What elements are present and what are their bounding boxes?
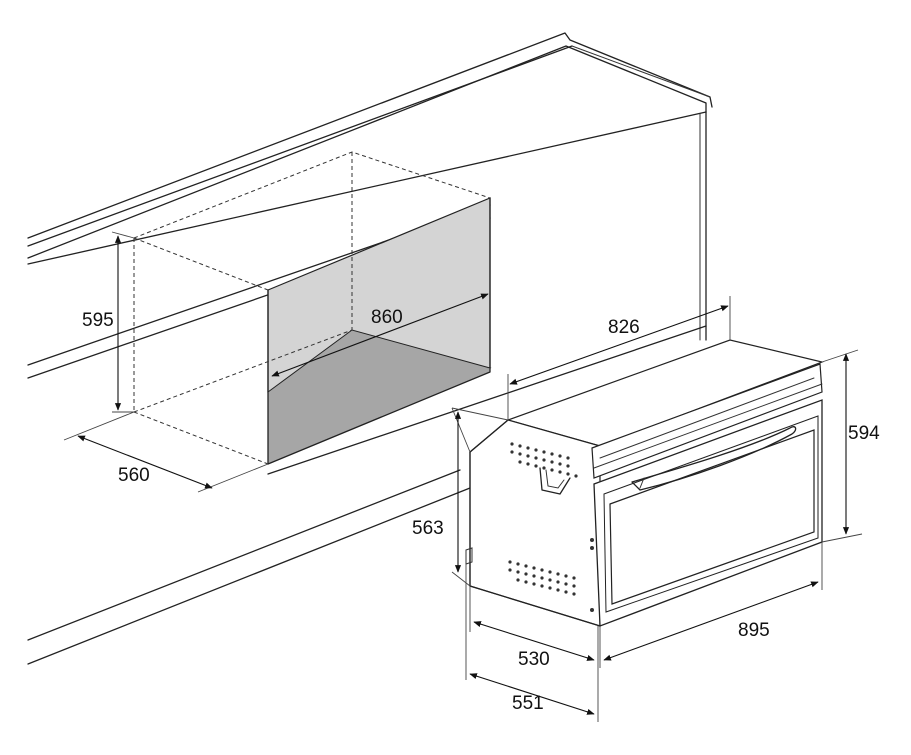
label-595: 595	[82, 310, 114, 331]
label-563: 563	[412, 518, 444, 539]
dimension-560: 560	[63, 411, 269, 493]
cabinet-side	[699, 111, 707, 341]
dimension-594: 594	[821, 349, 880, 543]
dimension-530: 530	[469, 586, 595, 670]
oven-control-panel	[591, 363, 823, 479]
oven-window	[609, 429, 815, 605]
vent-top	[510, 442, 578, 478]
vent-bottom	[508, 560, 576, 596]
dimension-826: 826	[507, 296, 731, 420]
label-530: 530	[518, 649, 550, 670]
dimension-551: 551	[465, 564, 599, 722]
dimension-860: 860	[271, 293, 489, 377]
dimension-563: 563	[412, 407, 509, 587]
label-895: 895	[738, 620, 770, 641]
label-594: 594	[848, 423, 880, 444]
oven-handle	[631, 426, 797, 491]
dimension-895: 895	[599, 542, 823, 668]
oven	[465, 339, 825, 627]
dimension-595: 595	[82, 231, 135, 413]
label-560: 560	[118, 465, 150, 486]
label-551: 551	[512, 693, 544, 714]
countertop	[27, 32, 713, 265]
label-860: 860	[371, 307, 403, 328]
label-826: 826	[608, 317, 640, 338]
